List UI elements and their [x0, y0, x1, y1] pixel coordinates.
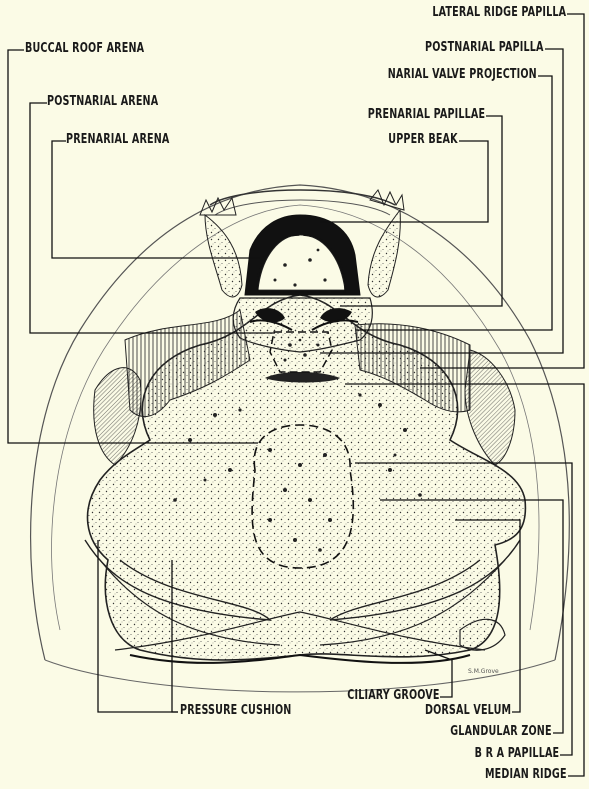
label-pressure-cushion: PRESSURE CUSHION: [180, 703, 291, 718]
side-gland-right: [465, 350, 515, 465]
label-prenarial-arena: PRENARIAL ARENA: [66, 132, 170, 147]
label-bra-papillae: B R A PAPILLAE: [474, 746, 559, 761]
label-lateral-ridge-papilla: LATERAL RIDGE PAPILLA: [432, 5, 566, 20]
label-median-ridge: MEDIAN RIDGE: [485, 767, 567, 782]
label-upper-beak: UPPER BEAK: [389, 132, 458, 147]
label-postnarial-arena: POSTNARIAL ARENA: [47, 94, 158, 109]
label-ciliary-groove: CILIARY GROOVE: [348, 688, 440, 703]
bottom-margin: [45, 660, 555, 692]
label-glandular-zone: GLANDULAR ZONE: [451, 724, 552, 739]
lateral-lobe-right: [368, 210, 400, 297]
label-dorsal-velum: DORSAL VELUM: [425, 703, 511, 718]
artist-signature: S.M.Grove: [468, 668, 499, 675]
label-buccal-roof-arena: BUCCAL ROOF ARENA: [25, 41, 144, 56]
label-postnarial-papilla: POSTNARIAL PAPILLA: [425, 40, 544, 55]
label-prenarial-papillae: PRENARIAL PAPILLAE: [368, 107, 485, 122]
lateral-lobe-left: [205, 215, 242, 297]
jaw-arc-2: [215, 200, 390, 215]
label-narial-valve-projection: NARIAL VALVE PROJECTION: [388, 67, 537, 82]
